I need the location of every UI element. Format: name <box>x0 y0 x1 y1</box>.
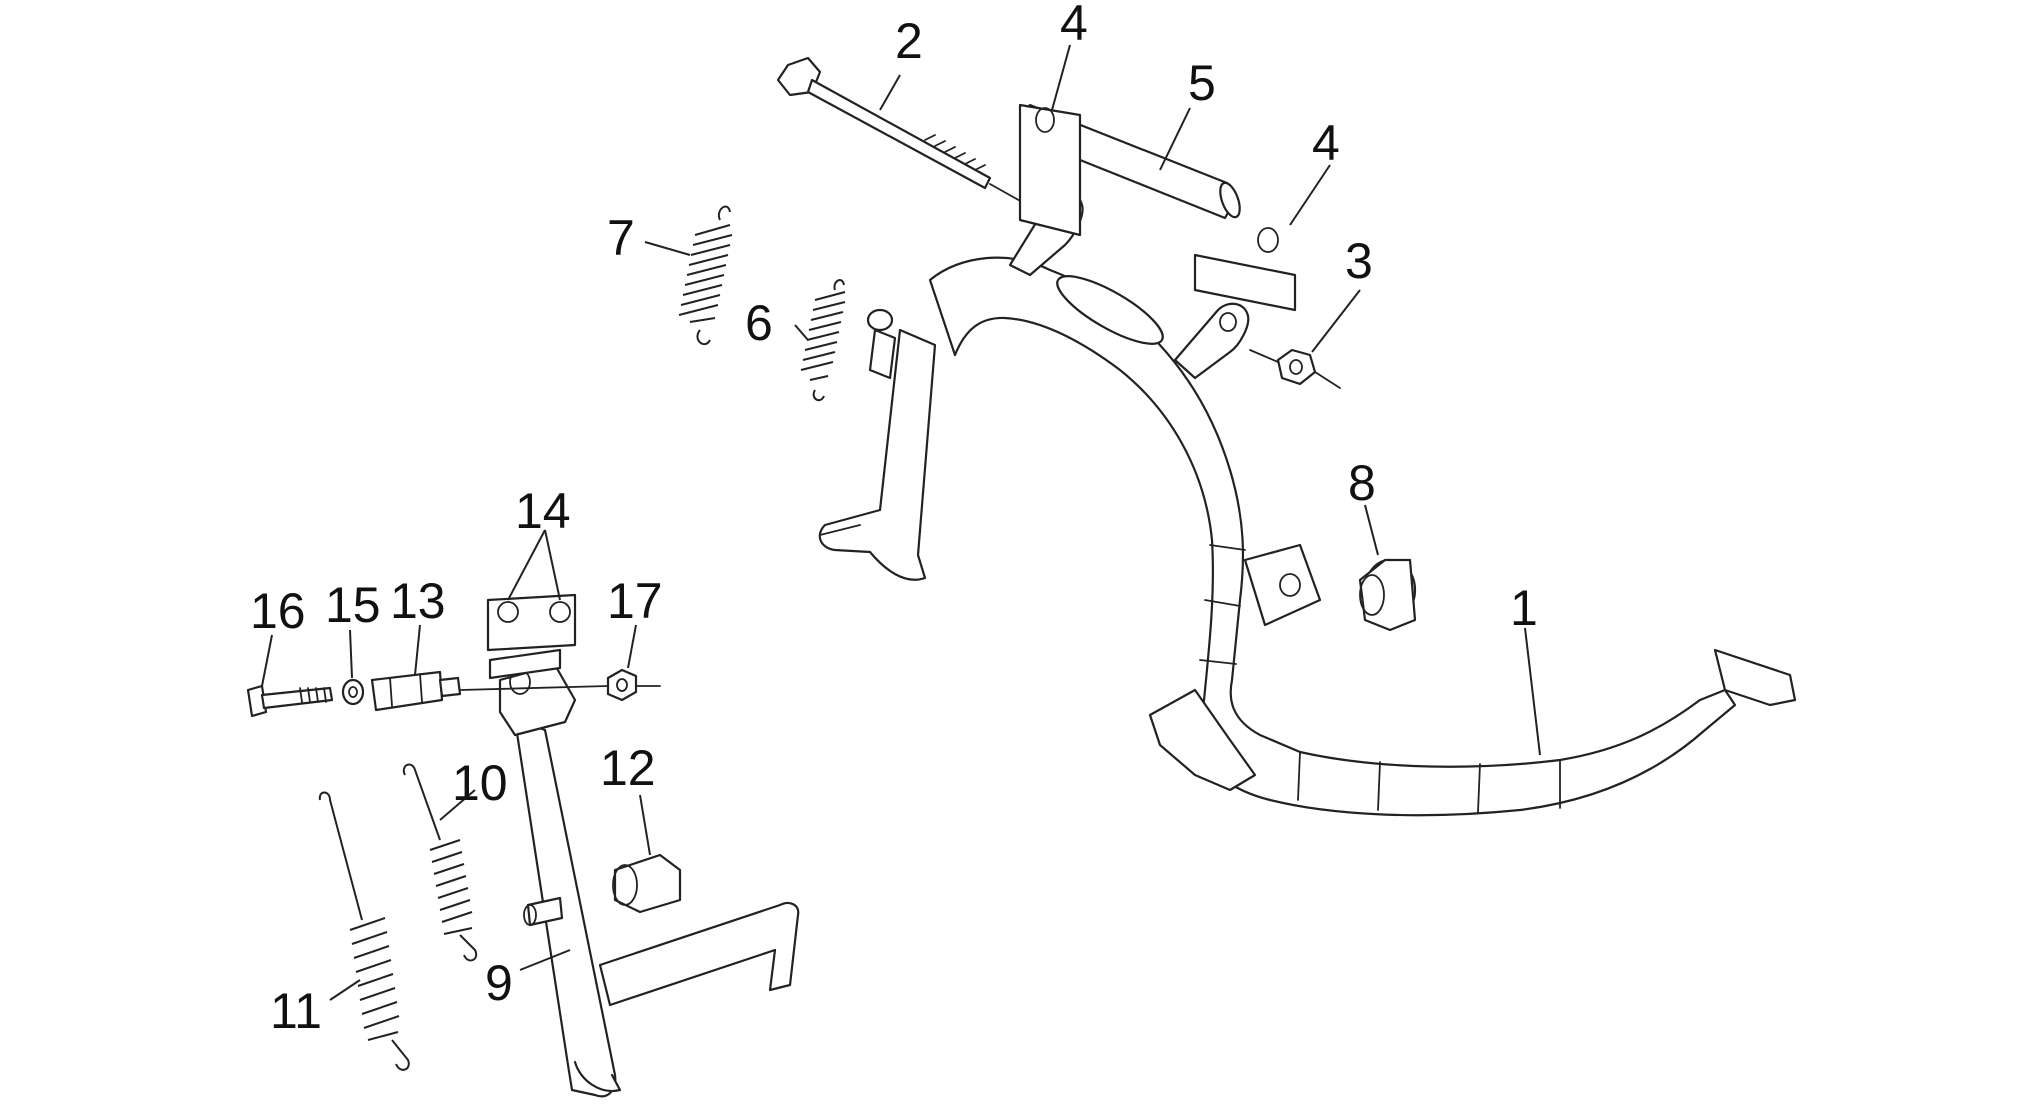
callout-14: 14 <box>515 483 571 539</box>
callout-4-right: 4 <box>1312 115 1340 171</box>
bushing-part-13 <box>370 670 462 712</box>
spring-part-6 <box>800 279 846 402</box>
washer-part-upper <box>1018 103 1082 237</box>
callout-9: 9 <box>485 955 513 1011</box>
callout-7: 7 <box>607 210 635 266</box>
nut-part-17 <box>459 668 661 702</box>
callout-17: 17 <box>607 573 663 629</box>
pin-part-small <box>523 896 564 927</box>
rubber-stop-part-12 <box>612 853 682 914</box>
nut-part-3 <box>1249 348 1341 389</box>
pin-part <box>866 308 897 380</box>
callout-2: 2 <box>895 13 923 69</box>
callout-8: 8 <box>1348 455 1376 511</box>
callout-11: 11 <box>270 983 322 1039</box>
long-bolt-part <box>776 56 1041 213</box>
washer-part-lower <box>1193 227 1297 312</box>
callout-15: 15 <box>325 577 381 633</box>
rubber-stop-part-8 <box>1358 558 1417 632</box>
side-stand-part <box>488 648 800 1098</box>
spring-part-10 <box>402 763 478 962</box>
callout-10: 10 <box>452 755 508 811</box>
callout-3: 3 <box>1345 233 1373 289</box>
callout-labels: 1 2 3 4 4 5 6 7 8 9 10 11 12 13 14 15 16… <box>250 0 1538 1039</box>
callout-12: 12 <box>600 740 656 796</box>
spring-part-11 <box>318 791 410 1071</box>
spring-part-7 <box>678 205 733 346</box>
callout-5: 5 <box>1188 55 1216 111</box>
center-stand-part <box>818 191 1797 817</box>
callout-6: 6 <box>745 295 773 351</box>
washer-plate-part-14 <box>486 593 577 652</box>
callout-16: 16 <box>250 583 306 639</box>
leader-lines <box>261 44 1541 1001</box>
callout-13: 13 <box>390 573 446 629</box>
callout-4-top: 4 <box>1060 0 1088 51</box>
bolt-part-16 <box>246 684 334 718</box>
callout-1: 1 <box>1510 580 1538 636</box>
washer-part-15 <box>341 678 365 706</box>
